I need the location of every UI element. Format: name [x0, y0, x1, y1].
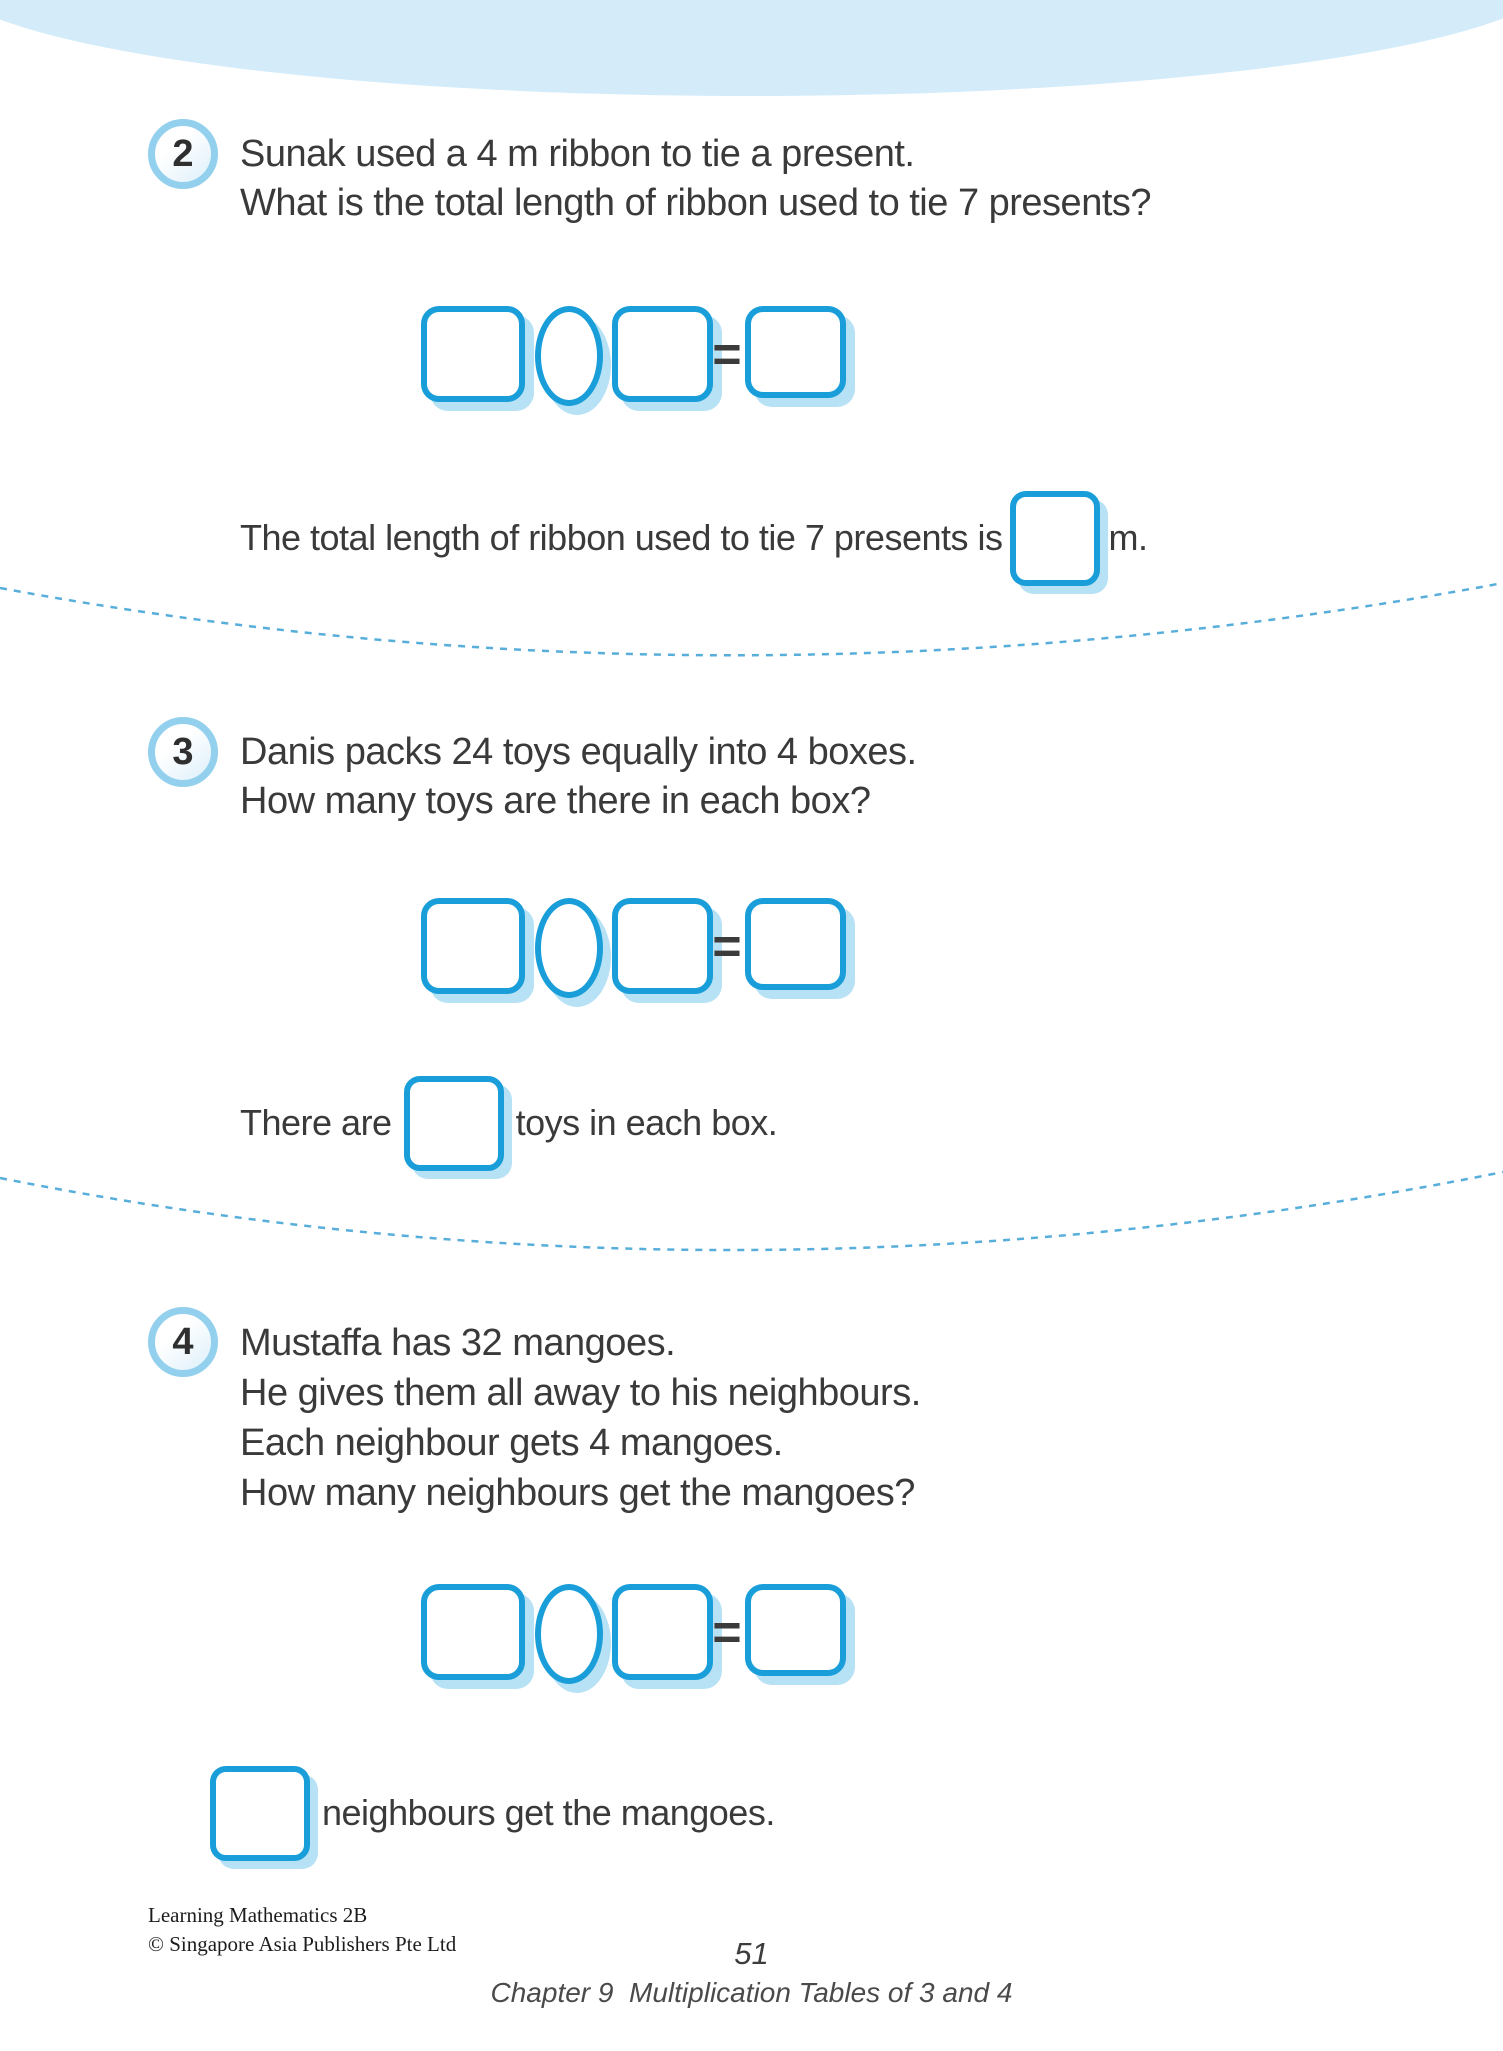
- footer-publisher-block: Learning Mathematics 2B © Singapore Asia…: [148, 1901, 456, 1959]
- question-3-equation: =: [421, 898, 861, 1004]
- question-3-text: Danis packs 24 toys equally into 4 boxes…: [240, 728, 917, 826]
- footer-chapter-title: Chapter 9 Multiplication Tables of 3 and…: [490, 1977, 1013, 2008]
- footer-page-number: 51: [734, 1936, 769, 1971]
- q2-answer-prefix: The total length of ribbon used to tie 7…: [240, 517, 1003, 558]
- q2-result-box[interactable]: [745, 306, 846, 398]
- question-4-text: Mustaffa has 32 mangoes. He gives them a…: [240, 1318, 921, 1518]
- q4-result-box[interactable]: [745, 1584, 846, 1676]
- q2-first-operand-box[interactable]: [421, 306, 525, 402]
- q3-answer-prefix: There are: [240, 1102, 392, 1143]
- q2-equals-sign: =: [712, 326, 742, 382]
- q3-equals-sign: =: [712, 918, 742, 974]
- question-3-line-2: How many toys are there in each box?: [240, 780, 871, 822]
- q4-answer-box[interactable]: [210, 1765, 310, 1861]
- q3-operator-circle[interactable]: [535, 898, 603, 998]
- q4-answer-suffix: neighbours get the mangoes.: [322, 1792, 775, 1833]
- question-4-line-2: He gives them all away to his neighbours…: [240, 1372, 921, 1414]
- question-2-text: Sunak used a 4 m ribbon to tie a present…: [240, 130, 1152, 228]
- q4-first-operand-box[interactable]: [421, 1584, 525, 1680]
- footer-copyright: © Singapore Asia Publishers Pte Ltd: [148, 1932, 457, 1956]
- q2-answer-suffix: m.: [1108, 517, 1148, 558]
- q3-result-box[interactable]: [745, 898, 846, 990]
- question-2-line-1: Sunak used a 4 m ribbon to tie a present…: [240, 133, 915, 175]
- q2-second-operand-box[interactable]: [612, 306, 713, 402]
- q3-answer-box[interactable]: [403, 1075, 504, 1171]
- question-2-equation: =: [421, 306, 861, 412]
- question-4-equation: =: [421, 1584, 861, 1690]
- question-4-badge: 4: [148, 1307, 218, 1377]
- question-3-number: 3: [172, 730, 194, 773]
- q2-operator-circle[interactable]: [535, 306, 603, 406]
- question-4-line-1: Mustaffa has 32 mangoes.: [240, 1322, 676, 1364]
- question-4-number: 4: [172, 1320, 194, 1363]
- question-4-line-4: How many neighbours get the mangoes?: [240, 1472, 915, 1514]
- q3-second-operand-box[interactable]: [612, 898, 713, 994]
- question-4-line-3: Each neighbour gets 4 mangoes.: [240, 1422, 783, 1464]
- question-3-answer-sentence: There are toys in each box.: [240, 1073, 778, 1173]
- question-3-badge: 3: [148, 717, 218, 787]
- section-divider-2: [0, 1170, 1503, 1252]
- q4-second-operand-box[interactable]: [612, 1584, 713, 1680]
- q2-answer-box[interactable]: [1010, 490, 1101, 586]
- question-2-answer-sentence: The total length of ribbon used to tie 7…: [240, 488, 1148, 588]
- question-4-answer-sentence: neighbours get the mangoes.: [210, 1763, 775, 1863]
- q4-operator-circle[interactable]: [535, 1584, 603, 1684]
- header-dome-decoration: [0, 0, 1503, 96]
- question-3-line-1: Danis packs 24 toys equally into 4 boxes…: [240, 731, 917, 773]
- section-divider-1: [0, 581, 1503, 657]
- q4-equals-sign: =: [712, 1604, 742, 1660]
- footer-book-title: Learning Mathematics 2B: [148, 1903, 368, 1927]
- question-2-number: 2: [172, 132, 194, 175]
- question-2-badge: 2: [148, 119, 218, 189]
- q3-answer-suffix: toys in each box.: [515, 1102, 778, 1143]
- q3-first-operand-box[interactable]: [421, 898, 525, 994]
- question-2-line-2: What is the total length of ribbon used …: [240, 182, 1152, 224]
